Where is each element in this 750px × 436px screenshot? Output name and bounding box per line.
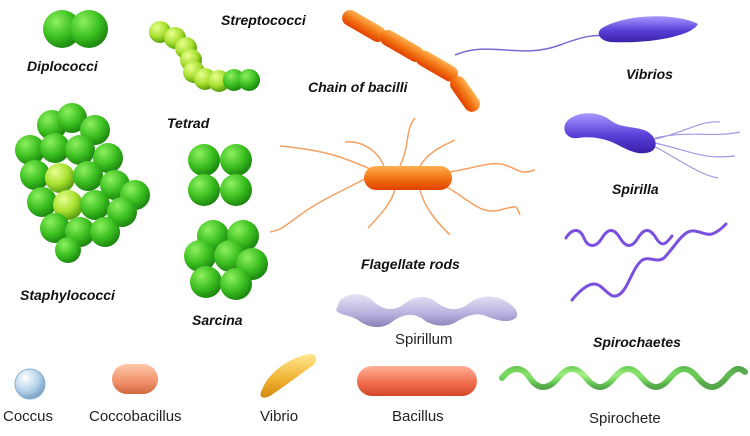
coccus-illustration [14, 368, 46, 400]
label-staphylococci: Staphylococci [20, 287, 115, 303]
label-vibrios: Vibrios [626, 66, 673, 82]
bacillus-illustration [357, 366, 477, 396]
flagellate-rods-illustration [269, 117, 536, 236]
vibrios-illustration [454, 16, 698, 56]
tetrad-illustration [188, 144, 252, 206]
staphylococci-illustration [15, 103, 150, 263]
label-coccobacillus: Coccobacillus [89, 408, 182, 425]
diplococci-illustration [43, 10, 108, 48]
coccobacillus-illustration [112, 364, 158, 394]
spirochaetes-illustration [564, 222, 728, 302]
label-streptococci: Streptococci [221, 12, 306, 28]
label-tetrad: Tetrad [167, 115, 210, 131]
label-vibrio: Vibrio [260, 408, 299, 425]
label-spirillum: Spirillum [395, 331, 453, 348]
label-spirilla: Spirilla [612, 181, 659, 197]
vibrio-illustration [260, 354, 317, 398]
label-chain-of-bacilli: Chain of bacilli [308, 79, 408, 95]
spirochete-illustration [499, 365, 748, 390]
label-coccus: Coccus [3, 408, 54, 425]
sarcina-illustration [184, 220, 268, 300]
label-spirochaetes: Spirochaetes [593, 334, 681, 350]
label-flagellate-rods: Flagellate rods [361, 256, 460, 272]
spirillum-illustration [336, 294, 518, 328]
label-diplococci: Diplococci [27, 58, 98, 74]
chain-of-bacilli-illustration [342, 10, 480, 112]
streptococci-illustration [149, 21, 260, 92]
label-sarcina: Sarcina [192, 312, 243, 328]
label-bacillus: Bacillus [392, 408, 444, 425]
spirilla-illustration [564, 113, 741, 179]
label-spirochete: Spirochete [589, 410, 661, 427]
